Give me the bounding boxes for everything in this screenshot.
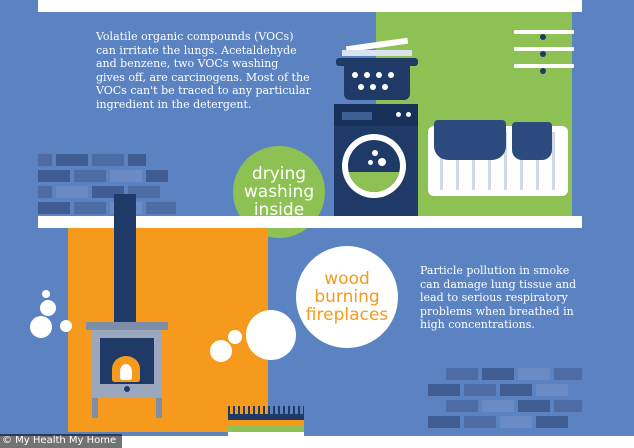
wood-line-3: lead to serious respiratory [420, 291, 568, 304]
wood-burning-fireplaces-label: wood burning fireplaces [296, 246, 398, 348]
drying-line-3: and benzene, two VOCs washing [96, 57, 279, 70]
wood-label-line-2: burning [314, 287, 380, 307]
drying-trousers [434, 120, 506, 160]
wood-line-1: Particle pollution in smoke [420, 264, 570, 277]
wood-label-line-1: wood [324, 269, 370, 289]
bottom-floor [0, 436, 634, 448]
drying-label-line-2: washing [243, 182, 315, 202]
credit-prefix: © My [2, 435, 33, 446]
drying-line-6: ingredient in the detergent. [96, 97, 252, 111]
credit-highlight: Health My Home [32, 435, 117, 446]
drying-label-line-1: drying [251, 164, 307, 184]
wood-line-4: problems when breathed in [420, 304, 574, 318]
wood-label-line-3: fireplaces [305, 305, 389, 325]
drying-description: Volatile organic compounds (VOCs) can ir… [96, 30, 311, 111]
wood-description: Particle pollution in smoke can damage l… [420, 264, 576, 332]
wood-line-5: high concentrations. [420, 318, 535, 331]
washing-machine-icon [334, 104, 418, 216]
stove-pipe [114, 194, 136, 324]
drying-shirt [512, 122, 552, 160]
wood-line-2: can damage lung tissue and [420, 277, 577, 291]
drying-line-2: can irritate the lungs. Acetaldehyde [96, 43, 297, 57]
photo-credit: © My Health My Home [0, 434, 123, 448]
middle-shelf [38, 216, 582, 228]
drying-line-4: gives off, are carcinogens. Most of the [96, 70, 310, 84]
drying-line-5: VOCs can't be traced to any particular [96, 84, 311, 97]
top-shelf [38, 0, 582, 12]
drying-label-line-3: inside [253, 200, 305, 220]
drying-line-1: Volatile organic compounds (VOCs) [96, 30, 294, 43]
